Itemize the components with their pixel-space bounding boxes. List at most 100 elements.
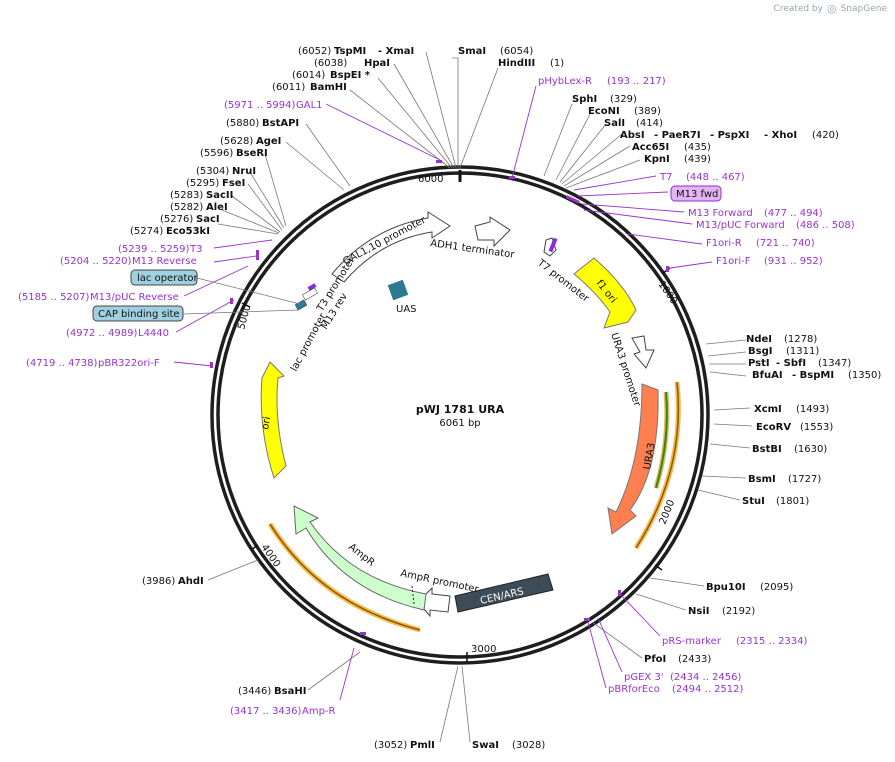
primer-pgex-3-range: (2434 .. 2456) xyxy=(670,672,742,683)
cap-binding-site-box[interactable] xyxy=(92,305,184,322)
enzyme-ndei[interactable]: NdeI xyxy=(746,334,772,345)
enzyme-ecorv[interactable]: EcoRV xyxy=(756,422,791,433)
lac-operator-box[interactable] xyxy=(130,269,198,286)
primer-gal1[interactable]: GAL1 xyxy=(296,100,323,111)
primer-mark-pbr322 xyxy=(210,362,213,368)
enzyme-psti[interactable]: PstI xyxy=(748,358,770,369)
primer-phyblex-r[interactable]: pHybLex-R xyxy=(538,76,592,87)
enzyme-sbfi[interactable]: - SbfI xyxy=(776,358,806,369)
feature-t3-promoter[interactable] xyxy=(302,287,318,301)
enzyme-alei[interactable]: AleI xyxy=(206,202,228,213)
enzyme-pmli[interactable]: PmlI xyxy=(410,740,435,751)
primer-amp-r-range: (3417 .. 3436) xyxy=(230,706,302,717)
primer-f1ori-f-range: (931 .. 952) xyxy=(764,256,823,267)
feature-gal1-10-promoter[interactable] xyxy=(331,211,451,283)
enzyme-pfoi[interactable]: PfoI xyxy=(644,654,666,665)
feature-ura3-halo-line xyxy=(635,381,680,549)
feature-uas[interactable] xyxy=(387,279,409,301)
enzyme-xhoi[interactable]: - XhoI xyxy=(764,130,797,141)
enzyme-acc65i[interactable]: Acc65I xyxy=(632,142,669,153)
enzyme-bspmi[interactable]: - BspMI xyxy=(792,370,834,381)
primer-t3[interactable]: T3 xyxy=(189,244,202,255)
primer-mark-ampr xyxy=(360,632,366,635)
primer-pbr322ori-f[interactable]: pBR322ori-F xyxy=(98,358,160,369)
primer-l4440[interactable]: L4440 xyxy=(138,328,169,339)
enzyme-bpu10i[interactable]: Bpu10I xyxy=(706,582,746,593)
enzyme-stui[interactable]: StuI xyxy=(742,496,765,507)
enzyme-bsahi[interactable]: BsaHI xyxy=(274,686,306,697)
enzyme-tspmi[interactable]: TspMI xyxy=(334,46,366,57)
enzyme-hindiii[interactable]: HindIII xyxy=(498,58,535,69)
enzyme-tspmi-pos: (6052) xyxy=(298,46,331,57)
enzyme-xcmi[interactable]: XcmI xyxy=(754,404,782,415)
enzyme-sacii-pos: (5283) xyxy=(170,190,203,201)
enzyme-hpai[interactable]: HpaI xyxy=(364,58,390,69)
enzyme-kpni-pos: (439) xyxy=(684,154,711,165)
enzyme-fsei[interactable]: FseI xyxy=(222,178,245,189)
enzyme-paer7i[interactable]: - PaeR7I xyxy=(654,130,701,141)
enzyme-bamhi[interactable]: BamHI xyxy=(310,82,347,93)
enzyme-absi[interactable]: AbsI xyxy=(620,130,645,141)
enzyme-sali[interactable]: SalI xyxy=(604,118,625,129)
lac-operator-label: lac operator xyxy=(137,273,198,284)
enzyme-kpni[interactable]: KpnI xyxy=(644,154,670,165)
tick-label-6000: 6000 xyxy=(418,174,443,185)
feature-ampr[interactable] xyxy=(293,505,427,611)
enzyme-sphi[interactable]: SphI xyxy=(572,94,597,105)
enzyme-eco53ki[interactable]: Eco53kI xyxy=(166,226,210,237)
feature-f1-ori[interactable] xyxy=(573,257,637,329)
primer-t7[interactable]: T7 xyxy=(659,172,672,183)
feature-ura3-promoter[interactable] xyxy=(631,335,655,369)
primer-mark-gal1 xyxy=(436,160,442,163)
enzyme-hpai-pos: (6038) xyxy=(314,58,347,69)
m13-fwd-box[interactable] xyxy=(670,185,722,202)
primer-pgex-3[interactable]: pGEX 3' xyxy=(624,672,664,683)
feature-adh1-terminator[interactable] xyxy=(474,216,511,248)
primer-m13-puc-forward[interactable]: M13/pUC Forward xyxy=(696,220,785,231)
feature-lac-operator-block[interactable] xyxy=(294,299,308,311)
enzyme-nrui[interactable]: NruI xyxy=(232,166,256,177)
label-ura3: URA3 xyxy=(642,442,658,471)
enzyme-bspei[interactable]: BspEI * xyxy=(330,70,371,81)
primer-marks xyxy=(210,160,669,635)
enzyme-swai[interactable]: SwaI xyxy=(472,740,499,751)
enzyme-pspxi[interactable]: - PspXI xyxy=(710,130,749,141)
enzyme-bstbi[interactable]: BstBI xyxy=(752,444,782,455)
feature-cen-ars[interactable] xyxy=(454,573,554,613)
primer-m13-reverse-range: (5204 .. 5220) xyxy=(60,256,132,267)
enzyme-xhoi-pos: (420) xyxy=(812,130,839,141)
primer-m13-reverse[interactable]: M13 Reverse xyxy=(132,256,197,267)
enzyme-nsii[interactable]: NsiI xyxy=(688,606,709,617)
primer-m13-forward[interactable]: M13 Forward xyxy=(688,208,753,219)
enzyme-xmai[interactable]: - XmaI xyxy=(378,46,414,57)
primer-pbrforeco[interactable]: pBRforEco xyxy=(608,684,660,695)
primer-f1ori-f[interactable]: F1ori-F xyxy=(716,256,751,267)
enzyme-sali-pos: (414) xyxy=(636,118,663,129)
enzyme-saci-pos: (5276) xyxy=(160,214,193,225)
enzyme-saci[interactable]: SacI xyxy=(196,214,220,225)
primer-m13-puc-forward-range: (486 .. 508) xyxy=(796,220,855,231)
enzyme-bsgi[interactable]: BsgI xyxy=(748,346,772,357)
enzyme-bsmi[interactable]: BsmI xyxy=(748,474,776,485)
enzyme-ahdi[interactable]: AhdI xyxy=(178,576,204,587)
m13-fwd-label: M13 fwd xyxy=(676,189,718,200)
primer-t3-range: (5239 .. 5259) xyxy=(118,244,190,255)
enzyme-bseri[interactable]: BseRI xyxy=(236,148,268,159)
primer-prs-marker[interactable]: pRS-marker xyxy=(662,636,722,647)
enzyme-econi[interactable]: EcoNI xyxy=(588,106,620,117)
enzyme-labels: (6052) TspMI - XmaI SmaI (6054) HindIII … xyxy=(130,46,881,751)
feature-ura3[interactable] xyxy=(607,383,659,535)
primer-f1ori-r[interactable]: F1ori-R xyxy=(706,238,742,249)
primer-pbrforeco-range: (2494 .. 2512) xyxy=(672,684,744,695)
feature-ori[interactable] xyxy=(260,361,287,479)
enzyme-bstapi[interactable]: BstAPI xyxy=(262,118,299,129)
primer-amp-r[interactable]: Amp-R xyxy=(302,706,336,717)
primer-prs-marker-range: (2315 .. 2334) xyxy=(736,636,808,647)
tick-label-5000: 5000 xyxy=(236,303,253,330)
tick-label-3000: 3000 xyxy=(471,644,496,655)
enzyme-bfuai[interactable]: BfuAI xyxy=(752,370,783,381)
enzyme-smai[interactable]: SmaI xyxy=(458,46,486,57)
primer-m13-puc-reverse[interactable]: M13/pUC Reverse xyxy=(90,292,179,303)
enzyme-sacii[interactable]: SacII xyxy=(206,190,233,201)
enzyme-agei[interactable]: AgeI xyxy=(256,136,281,147)
